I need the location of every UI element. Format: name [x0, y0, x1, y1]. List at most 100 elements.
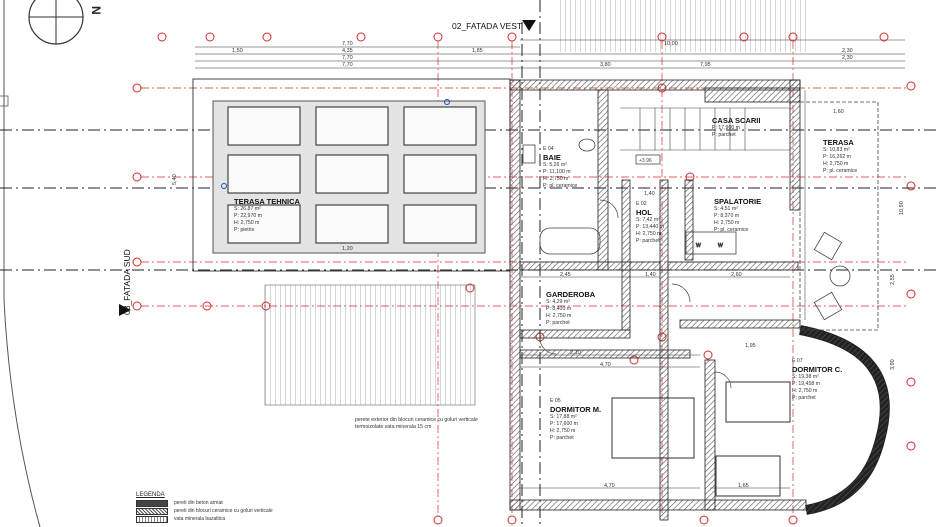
legend-item: pereti din beton armat [136, 499, 273, 507]
axis-markers-top [157, 32, 889, 42]
room-hol: E 02 HOL S: 7,42 m² P: 13,440 m H: 2,750… [636, 201, 664, 245]
dim-int-0: 2,45 [560, 272, 571, 278]
wall-annotation-line1: perete exterior din blocuri ceramice cu … [355, 417, 478, 423]
room-code: E 04 [543, 146, 554, 152]
dim-top-0: 7,70 [342, 41, 353, 47]
room-baie: E 04 BAIE S: 5,26 m² P: 11,100 m H: 2,75… [543, 146, 577, 190]
dim-top-2: 7,70 [342, 55, 353, 61]
dim-top-1: 4,35 [342, 48, 353, 54]
legend-swatch-concrete [136, 499, 168, 507]
room-height: H: 2,750 m [823, 161, 849, 167]
room-floor: P: pl. ceramice [714, 227, 749, 233]
room-name: DORMITOR C. [792, 365, 843, 374]
room-floor: P: parchet [550, 435, 574, 441]
room-area: S: 17,88 m² [550, 414, 577, 420]
dim-int-14: 1,60 [833, 109, 844, 115]
site-boundary-arc [3, 0, 41, 527]
room-perimeter: P: 8,400 m [546, 306, 572, 312]
room-area: S: 7,42 m² [636, 217, 660, 223]
room-name: TERASA TEHNICA [234, 197, 300, 206]
room-perimeter: P: 22,970 m [234, 213, 262, 219]
room-floor: P: parchet [792, 395, 816, 401]
room-terasa: TERASA S: 10,83 m² P: 16,262 m H: 2,750 … [823, 138, 857, 175]
room-height: H: 2,750 m [636, 231, 662, 237]
room-floor: P: pl. ceramice [823, 168, 858, 174]
room-perimeter: P: 17,600 m [550, 421, 578, 427]
room-dormitor-c: E 07 DORMITOR C. S: 19,38 m² P: 19,458 m… [792, 358, 842, 402]
dim-top-3: 7,70 [342, 62, 353, 68]
room-height: H: 2,750 m [714, 220, 740, 226]
room-casa-scarii: CASA SCARII P: 17,900 m P: parchet [712, 116, 760, 139]
svg-text:W: W [696, 243, 701, 249]
north-label: N [89, 6, 103, 15]
room-area: S: 10,83 m² [823, 147, 850, 153]
dim-int-2: 2,60 [731, 272, 742, 278]
section-west-marker: 02_FATADA VEST [452, 20, 536, 31]
beds [611, 381, 791, 497]
dim-int-8: 4,70 [604, 483, 615, 489]
room-perimeter: P: 11,100 m [543, 169, 571, 175]
dim-int-13: 3,90 [890, 359, 896, 370]
room-spalatorie: SPALATORIE S: 4,51 m² P: 8,370 m H: 2,75… [714, 197, 761, 234]
top-dimensions [195, 39, 905, 69]
top-deck [560, 0, 810, 52]
room-floor: P: parchet [636, 238, 660, 244]
curved-bay-wall [799, 325, 890, 515]
room-height: H: 2,750 m [550, 428, 576, 434]
dim-int-7: 1,40 [644, 191, 655, 197]
section-south-title: 03_FATADA SUD [122, 249, 132, 315]
dim-int-12: 2,55 [890, 274, 896, 285]
room-code: E 02 [636, 201, 647, 207]
room-perimeter: P: 13,440 m [636, 224, 664, 230]
room-garderoba: GARDEROBA S: 4,29 m² P: 8,400 m H: 2,750… [546, 290, 595, 327]
dim-int-5: 1,95 [745, 343, 756, 349]
terrace-furniture [813, 231, 851, 321]
room-name: CASA SCARII [712, 116, 761, 125]
room-name: TERASA [823, 138, 854, 147]
svg-text:+3.96: +3.96 [639, 158, 652, 164]
dim-int-6: 1,20 [342, 246, 353, 252]
room-area: S: 4,51 m² [714, 206, 738, 212]
section-south-marker: 03_FATADA SUD [119, 249, 132, 316]
wall-annotation: perete exterior din blocuri ceramice cu … [355, 417, 478, 431]
room-area: S: 5,26 m² [543, 162, 567, 168]
level-mark: +3.96 [635, 154, 661, 165]
dim-int-3: 2,10 [570, 350, 581, 356]
dim-top-8: 2,30 [842, 48, 853, 54]
room-dormitor-m: E 05 DORMITOR M. S: 17,88 m² P: 17,600 m… [550, 398, 601, 442]
room-height: H: 2,750 m [546, 313, 572, 319]
room-perimeter: P: 8,370 m [714, 213, 740, 219]
dim-top-7: 3,80 [600, 62, 611, 68]
room-name: HOL [636, 208, 652, 217]
compass: N [28, 0, 103, 45]
room-name: SPALATORIE [714, 197, 762, 206]
dim-int-9: 1,65 [738, 483, 749, 489]
room-area: S: 19,38 m² [792, 374, 819, 380]
dim-int-11: 10,90 [899, 201, 905, 215]
dim-top-10: 7,95 [700, 62, 711, 68]
dim-top-4: 1,50 [232, 48, 243, 54]
room-floor: P: pl. ceramice [543, 183, 578, 189]
dim-top-6: 10,00 [664, 41, 678, 47]
terasa-outline [799, 101, 879, 331]
stairs [620, 107, 790, 151]
room-perimeter: P: 17,900 m [712, 125, 740, 131]
room-height: H: 2,750 m [234, 220, 260, 226]
interior-dim-lines [520, 90, 806, 489]
legend-item: pereti din blocuri ceramice cu goluri ve… [136, 507, 273, 515]
legend-swatch-wool [136, 515, 168, 523]
room-floor: P: parchet [546, 320, 570, 326]
dim-int-4: 4,70 [600, 362, 611, 368]
legend-swatch-ceramic [136, 507, 168, 515]
room-area: S: 26.87 m² [234, 206, 261, 212]
room-terasa-tehnica: TERASA TEHNICA S: 26.87 m² P: 22,970 m H… [234, 197, 300, 234]
lower-deck [264, 284, 476, 406]
dim-int-10: 5,40 [172, 174, 178, 185]
legend-item: vata minerala bazaltica [136, 515, 273, 523]
room-height: H: 2,750 m [792, 388, 818, 394]
room-perimeter: P: 19,458 m [792, 381, 820, 387]
doors [539, 199, 732, 389]
terasa-tehnica [192, 78, 511, 272]
room-code: E 05 [550, 398, 561, 404]
